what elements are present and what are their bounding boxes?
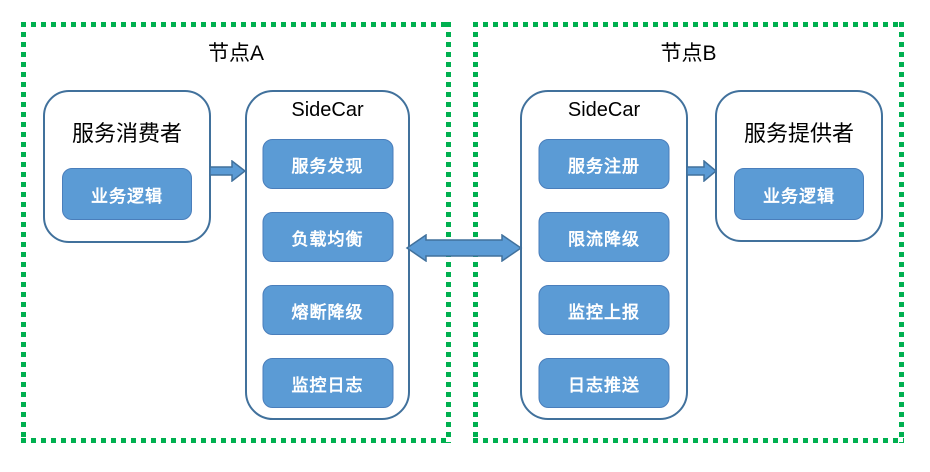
sidecar-a-container: SideCar 服务发现 负载均衡 熔断降级 监控日志 (245, 90, 410, 420)
sidecar-b-item: 服务注册 (538, 139, 670, 189)
sidecar-a-item: 负载均衡 (262, 212, 393, 262)
sidecar-b-container: SideCar 服务注册 限流降级 监控上报 日志推送 (520, 90, 688, 420)
node-b-frame: 节点B (473, 22, 904, 443)
node-a-border-top (21, 22, 451, 27)
sidecar-b-item: 限流降级 (538, 212, 670, 262)
business-logic-chip: 业务逻辑 (62, 168, 192, 220)
sidecar-a-item: 熔断降级 (262, 285, 393, 335)
sidecar-b-item: 日志推送 (538, 358, 670, 408)
node-b-border-right (899, 22, 904, 443)
right-arrow-icon (209, 160, 247, 182)
node-b-border-top (473, 22, 904, 27)
service-consumer-container: 服务消费者 业务逻辑 (43, 90, 211, 243)
sidecar-b-title: SideCar (567, 99, 641, 121)
sidecar-a-title: SideCar (291, 99, 364, 121)
double-arrow-icon (405, 234, 523, 262)
node-b-border-bottom (473, 438, 904, 443)
node-a-frame: 节点A (21, 22, 451, 443)
node-a-border-right (446, 22, 451, 443)
sidecar-a-item: 服务发现 (262, 139, 393, 189)
sidecar-a-item: 监控日志 (262, 358, 393, 408)
business-logic-chip: 业务逻辑 (734, 168, 864, 220)
right-arrow-icon (686, 160, 718, 182)
node-b-border-left (473, 22, 478, 443)
service-consumer-title: 服务消费者 (71, 121, 182, 146)
node-a-title: 节点A (207, 42, 264, 65)
node-a-border-left (21, 22, 26, 443)
sidecar-b-item: 监控上报 (538, 285, 670, 335)
node-b-title: 节点B (660, 42, 717, 65)
service-provider-title: 服务提供者 (743, 121, 854, 146)
node-a-border-bottom (21, 438, 451, 443)
service-provider-container: 服务提供者 业务逻辑 (715, 90, 883, 242)
